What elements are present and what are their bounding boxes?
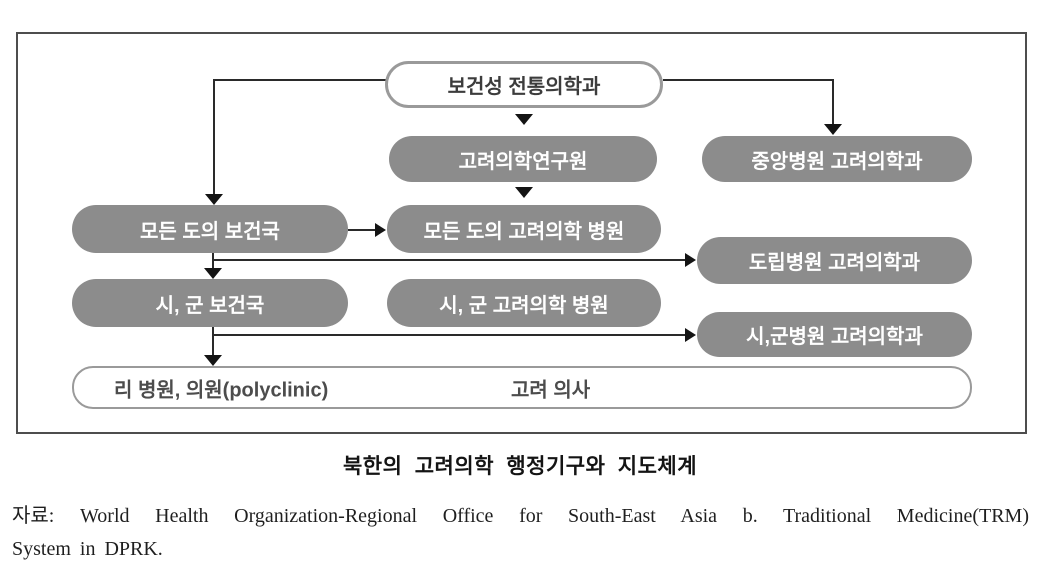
node-provincial-hospital-koryo-dept: 도립병원 고려의학과 xyxy=(697,237,972,284)
diagram-frame: 보건성 전통의학과 고려의학연구원 중앙병원 고려의학과 모든 도의 보건국 모… xyxy=(16,32,1027,434)
node-koryo-medicine-research-institute: 고려의학연구원 xyxy=(389,136,657,182)
node-label: 보건성 전통의학과 xyxy=(447,76,601,98)
node-central-hospital-koryo-dept: 중앙병원 고려의학과 xyxy=(702,136,972,182)
node-label: 시,군병원 고려의학과 xyxy=(746,326,923,348)
arrowhead-into-provincial-dept xyxy=(685,253,696,267)
node-label: 모든 도의 보건국 xyxy=(140,220,280,243)
figure-caption: 북한의 고려의학 행정기구와 지도체계 xyxy=(342,455,698,478)
node-label: 시, 군 고려의학 병원 xyxy=(439,294,609,317)
connector-to-city-dept-line xyxy=(212,334,686,336)
ri-hospital-label: 리 병원, 의원(polyclinic) xyxy=(114,379,329,401)
node-ministry-traditional-medicine: 보건성 전통의학과 xyxy=(385,61,663,108)
node-province-health-bureau: 모든 도의 보건국 xyxy=(72,205,348,253)
connector-ministry-left-vertical xyxy=(213,79,215,195)
source-text-line2: System in DPRK. xyxy=(12,538,163,560)
arrowhead-into-ri-hospital xyxy=(204,355,222,366)
source-text-line1: 자료: World Health Organization-Regional O… xyxy=(12,505,1029,527)
node-city-county-hospital-koryo-dept: 시,군병원 고려의학과 xyxy=(697,312,972,357)
connector-city-bureau-down xyxy=(212,327,214,358)
connector-bureau-to-hospital-line xyxy=(348,229,377,231)
node-city-county-koryo-hospital: 시, 군 고려의학 병원 xyxy=(387,279,661,327)
node-label: 모든 도의 고려의학 병원 xyxy=(423,220,625,243)
node-province-koryo-hospital: 모든 도의 고려의학 병원 xyxy=(387,205,661,253)
arrowhead-ministry-to-research xyxy=(515,114,533,125)
connector-to-provincial-dept-line xyxy=(212,259,686,261)
node-label: 시, 군 보건국 xyxy=(155,294,265,317)
node-label: 도립병원 고려의학과 xyxy=(748,252,921,274)
arrowhead-into-province-hospital xyxy=(375,223,386,237)
node-city-county-health-bureau: 시, 군 보건국 xyxy=(72,279,348,327)
connector-ministry-left-horizontal xyxy=(213,79,386,81)
koryo-doctor-label: 고려 의사 xyxy=(511,379,591,401)
arrowhead-into-city-bureau xyxy=(204,268,222,279)
node-label: 고려의학연구원 xyxy=(458,150,588,173)
connector-ministry-right-horizontal xyxy=(663,79,833,81)
arrowhead-research-to-province-hospital xyxy=(515,187,533,198)
connector-province-bureau-down xyxy=(212,253,214,274)
arrowhead-into-city-dept xyxy=(685,327,696,342)
arrowhead-into-central-dept xyxy=(824,124,842,135)
connector-ministry-right-vertical xyxy=(832,79,834,125)
arrowhead-into-province-bureau xyxy=(205,194,223,205)
node-label: 중앙병원 고려의학과 xyxy=(751,150,923,173)
node-ri-hospital-and-koryo-doctor: 리 병원, 의원(polyclinic) 고려 의사 xyxy=(72,366,972,409)
